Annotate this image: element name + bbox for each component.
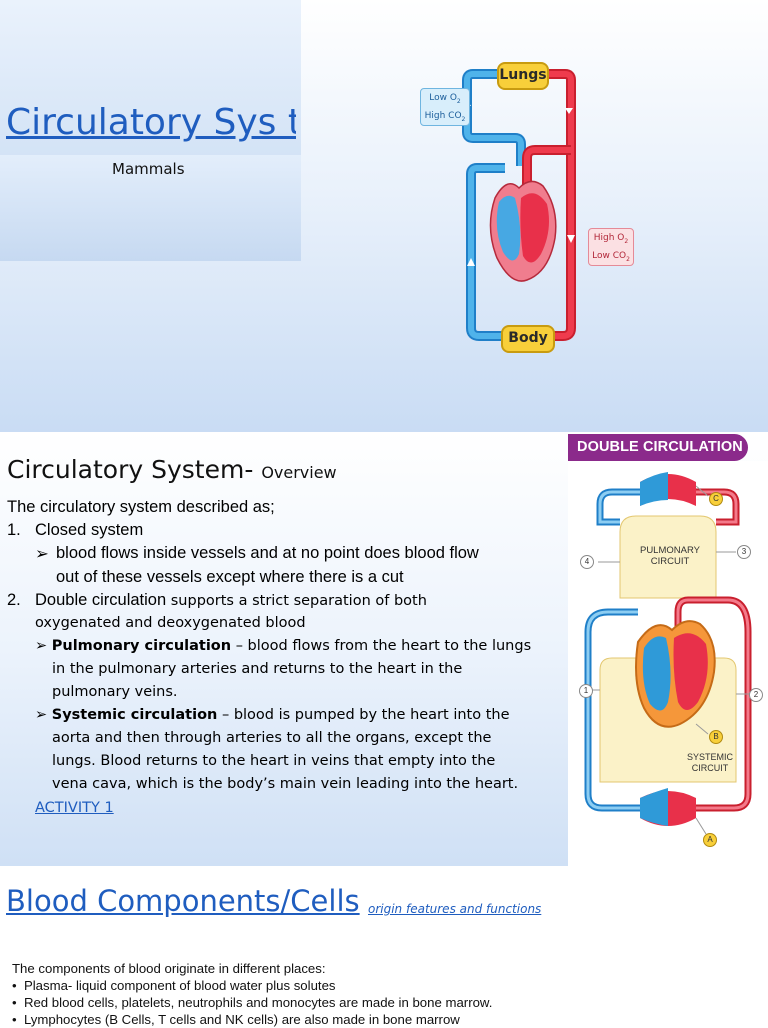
arrow-bullet-icon: ➢ xyxy=(35,707,47,723)
blood-components-intro: The components of blood originate in dif… xyxy=(12,960,492,977)
systemic-line2: aorta and then through arteries to all t… xyxy=(52,730,491,746)
double-circulation-banner-text: DOUBLE CIRCULATION xyxy=(577,439,743,455)
marker-4: 4 xyxy=(580,555,594,569)
item2-line2: oxygenated and deoxygenated blood xyxy=(35,615,306,631)
activity-1-link[interactable]: ACTIVITY 1 xyxy=(35,800,114,816)
overview-heading-small: Overview xyxy=(261,463,336,482)
item2-desc: supports a strict separation of both xyxy=(171,593,427,609)
list-item: • Lymphocytes (B Cells, T cells and NK c… xyxy=(12,1011,492,1028)
bullet-icon: • xyxy=(12,995,24,1010)
item2-double-circulation: Double circulation supports a strict sep… xyxy=(35,591,427,610)
systemic-line4: vena cava, which is the body’s main vein… xyxy=(52,776,518,792)
low-oxygen-box: Low O2 High CO2 xyxy=(420,88,470,126)
pulmonary-line3: pulmonary veins. xyxy=(52,684,178,700)
arrow-bullet-icon: ➢ xyxy=(35,638,47,654)
item2-term: Double circulation xyxy=(35,591,166,609)
pulmonary-line2: in the pulmonary arteries and returns to… xyxy=(52,661,462,677)
pulmonary-circuit-label-line2: CIRCUIT xyxy=(628,556,712,567)
systemic-term: Systemic circulation xyxy=(52,707,218,723)
pulmonary-line1: ➢ Pulmonary circulation – blood flows fr… xyxy=(35,638,531,654)
pulmonary-circuit-label-line1: PULMONARY xyxy=(628,545,712,556)
item1-closed-system: Closed system xyxy=(35,521,143,540)
pulmonary-term: Pulmonary circulation xyxy=(52,638,231,654)
marker-c: C xyxy=(709,492,723,506)
list-item: • Plasma- liquid component of blood wate… xyxy=(12,977,492,994)
body-label: Body xyxy=(501,325,555,353)
lungs-label: Lungs xyxy=(497,62,549,90)
high-o2-text: High O xyxy=(594,233,625,243)
marker-a: A xyxy=(703,833,717,847)
marker-b: B xyxy=(709,730,723,744)
overview-heading: Circulatory System- Overview xyxy=(7,455,337,484)
item1-number: 1. xyxy=(7,521,21,540)
origin-features-functions-link[interactable]: origin features and functions xyxy=(368,902,541,916)
systemic-circuit-label: SYSTEMIC CIRCUIT xyxy=(680,752,740,774)
slide-title[interactable]: Circulatory Sys tem xyxy=(6,100,296,146)
item1-bullet-line1: blood flows inside vessels and at no poi… xyxy=(56,544,479,563)
bullet-icon: • xyxy=(12,978,24,993)
systemic-circuit-label-line2: CIRCUIT xyxy=(680,763,740,774)
marker-1: 1 xyxy=(579,684,593,698)
list-item-text: Plasma- liquid component of blood water … xyxy=(24,978,336,993)
low-o2-text: Low O xyxy=(429,93,457,103)
list-item-text: Red blood cells, platelets, neutrophils … xyxy=(24,995,492,1010)
high-co2-text: High CO xyxy=(425,111,462,121)
systemic-circuit-label-line1: SYSTEMIC xyxy=(680,752,740,763)
systemic-desc1: – blood is pumped by the heart into the xyxy=(222,707,510,723)
list-item: • Red blood cells, platelets, neutrophil… xyxy=(12,994,492,1011)
high-oxygen-box: High O2 Low CO2 xyxy=(588,228,634,266)
double-circulation-diagram xyxy=(568,462,768,866)
marker-2: 2 xyxy=(749,688,763,702)
item2-number: 2. xyxy=(7,591,21,610)
bullet-icon: • xyxy=(12,1012,24,1027)
overview-heading-main: Circulatory System- xyxy=(7,455,253,484)
pulmonary-desc1: – blood flows from the heart to the lung… xyxy=(236,638,531,654)
item1-bullet-arrow: ➢ xyxy=(35,544,49,564)
systemic-line1: ➢ Systemic circulation – blood is pumped… xyxy=(35,707,510,723)
slide-subtitle: Mammals xyxy=(112,160,185,178)
overview-intro: The circulatory system described as; xyxy=(7,498,275,517)
double-circulation-banner: DOUBLE CIRCULATION xyxy=(568,434,748,461)
lungs-label-text: Lungs xyxy=(499,67,546,83)
list-item-text: Lymphocytes (B Cells, T cells and NK cel… xyxy=(24,1012,460,1027)
pulmonary-circuit-label: PULMONARY CIRCUIT xyxy=(628,545,712,567)
item1-bullet-line2: out of these vessels except where there … xyxy=(56,568,404,587)
blood-components-title[interactable]: Blood Components/Cells xyxy=(6,884,360,918)
systemic-line3: lungs. Blood returns to the heart in vei… xyxy=(52,753,495,769)
body-label-text: Body xyxy=(508,330,547,346)
marker-3: 3 xyxy=(737,545,751,559)
blood-components-body: The components of blood originate in dif… xyxy=(12,960,492,1028)
low-co2-text: Low CO xyxy=(592,251,626,261)
slide-circulatory-system-title: Circulatory Sys tem Mammals Lungs Body L… xyxy=(0,0,768,432)
